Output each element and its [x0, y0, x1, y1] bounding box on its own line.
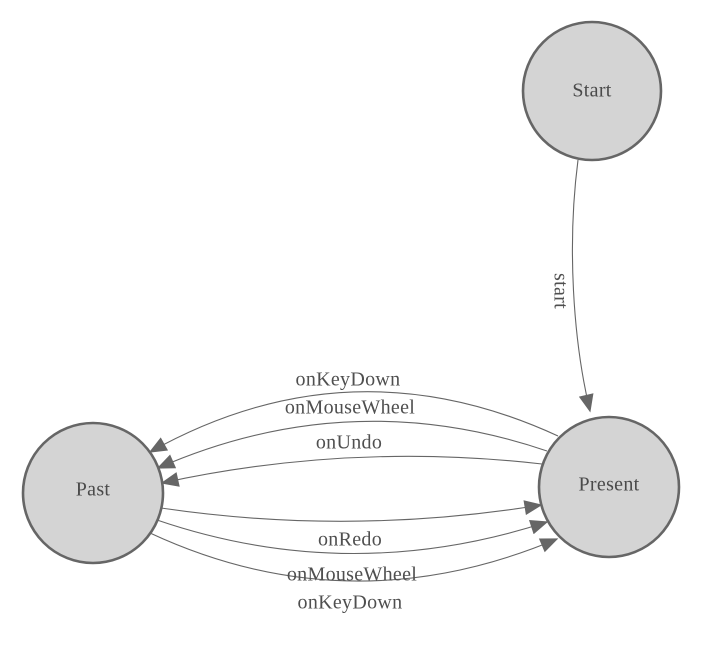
node-present-circle[interactable] — [537, 415, 681, 559]
edge-present-to-past-onmousewheel[interactable] — [156, 420, 548, 469]
edge-past-to-present-onkeydown[interactable] — [149, 532, 559, 582]
node-past-circle[interactable] — [21, 421, 165, 565]
edge-past-to-present-onredo[interactable] — [160, 500, 543, 522]
edge-past-to-present-onmousewheel[interactable] — [156, 519, 549, 555]
node-start-circle[interactable] — [521, 20, 663, 162]
edge-start-to-present[interactable] — [571, 159, 594, 413]
edge-present-to-past-onundo[interactable] — [160, 455, 543, 487]
edge-present-to-past-onkeydown[interactable] — [148, 391, 559, 453]
